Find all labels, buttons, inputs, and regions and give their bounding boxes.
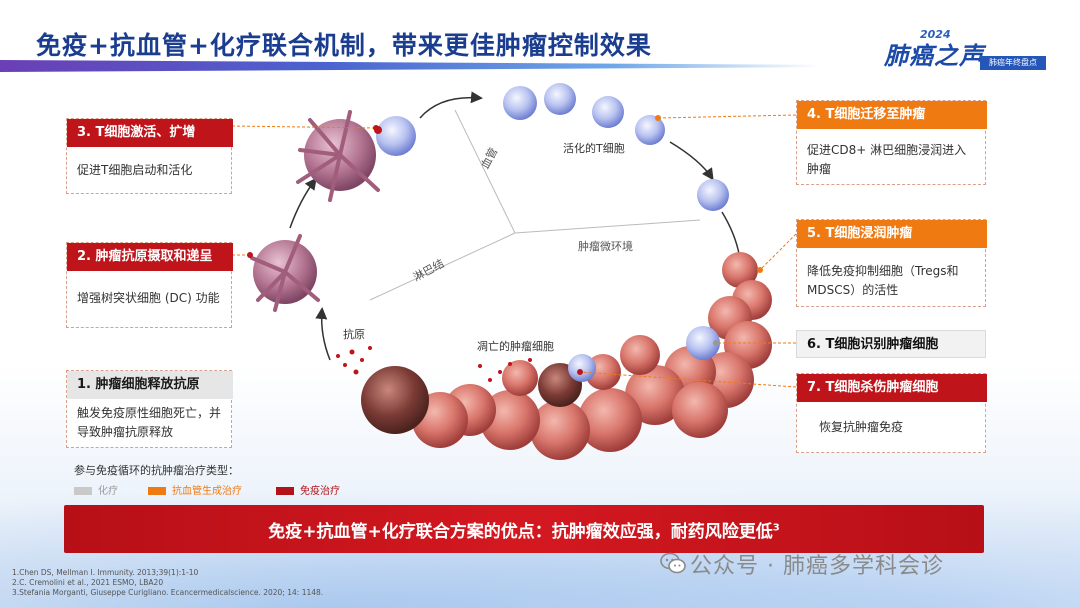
legend-label-chemo: 化疗: [98, 486, 118, 497]
step-4-title: 4. T细胞迁移至肿瘤: [797, 101, 987, 129]
tumor-mass: [361, 252, 772, 460]
step-1-description: 触发免疫原性细胞死亡，并导致肿瘤抗原释放: [77, 406, 222, 439]
step-1-card: 1. 肿瘤细胞释放抗原 触发免疫原性细胞死亡，并导致肿瘤抗原释放: [66, 370, 233, 448]
step-5-card: 5. T细胞浸润肿瘤 降低免疫抑制细胞（Tregs和MDSCS）的活性: [796, 219, 987, 307]
logo-title: 肺癌之声: [884, 42, 984, 70]
connector-dots: [247, 115, 763, 375]
step-3-title: 3. T细胞激活、扩增: [67, 119, 233, 147]
step-7-title: 7. T细胞杀伤肿瘤细胞: [797, 374, 987, 402]
advantage-banner: 免疫+抗血管+化疗联合方案的优点：抗肿瘤效应强，耐药风险更低3: [64, 505, 984, 553]
step-7-card: 7. T细胞杀伤肿瘤细胞 恢复抗肿瘤免疫: [796, 373, 987, 453]
reference-2: 2.C. Cremolini et al., 2021 ESMO, LBA20: [12, 578, 164, 587]
legend-swatch-immunotherapy: [276, 487, 294, 495]
label-activated-t-cell: 活化的T细胞: [563, 142, 625, 155]
watermark: 公众号 · 肺癌多学科会诊: [690, 554, 944, 579]
region-label-tumor-microenvironment: 肿瘤微环境: [578, 240, 633, 253]
legend-label-antiangiogenic: 抗血管生成治疗: [172, 486, 242, 497]
label-dead-tumor-cell: 凋亡的肿瘤细胞: [477, 340, 554, 353]
step-3-description: 促进T细胞启动和活化: [77, 163, 193, 177]
references: 1.Chen DS, Mellman I. Immunity. 2013;39(…: [12, 568, 323, 598]
connector-lines: [231, 114, 797, 388]
reference-1: 1.Chen DS, Mellman I. Immunity. 2013;39(…: [12, 568, 199, 577]
step-2-description: 增强树突状细胞 (DC) 功能: [77, 291, 220, 305]
reference-3: 3.Stefania Morganti, Giuseppe Curigliano…: [12, 588, 324, 597]
legend-title: 参与免疫循环的抗肿瘤治疗类型：: [74, 464, 239, 477]
label-antigen: 抗原: [343, 328, 365, 341]
step-7-description: 恢复抗肿瘤免疫: [819, 420, 904, 434]
dendritic-cell-bottom: [250, 234, 320, 312]
dendritic-cell-top: [296, 110, 416, 202]
page-title: 免疫+抗血管+化疗联合机制，带来更佳肿瘤控制效果: [36, 31, 652, 60]
banner-main-text: 免疫+抗血管+化疗联合方案的优点：抗肿瘤效应强，耐药风险更低: [268, 522, 773, 542]
t-cells-attacking: [568, 326, 720, 382]
activated-t-cells: [503, 83, 729, 211]
logo-subtitle: 肺癌年终盘点: [980, 56, 1046, 70]
step-3-card: 3. T细胞激活、扩增 促进T细胞启动和活化: [66, 118, 233, 194]
advantage-banner-text: 免疫+抗血管+化疗联合方案的优点：抗肿瘤效应强，耐药风险更低3: [64, 517, 984, 542]
step-5-title: 5. T细胞浸润肿瘤: [797, 220, 987, 248]
legend-item-chemo: 化疗: [74, 482, 118, 497]
legend-item-antiangiogenic: 抗血管生成治疗: [148, 482, 242, 497]
legend-item-immunotherapy: 免疫治疗: [276, 482, 340, 497]
step-5-description: 降低免疫抑制细胞（Tregs和MDSCS）的活性: [807, 264, 959, 297]
step-6-card: 6. T细胞识别肿瘤细胞: [796, 330, 986, 358]
step-4-card: 4. T细胞迁移至肿瘤 促进CD8+ 淋巴细胞浸润进入肿瘤: [796, 100, 987, 185]
wechat-icon: [660, 552, 686, 574]
step-2-card: 2. 肿瘤抗原摄取和递呈 增强树突状细胞 (DC) 功能: [66, 242, 233, 328]
legend-swatch-chemo: [74, 487, 92, 495]
step-2-title: 2. 肿瘤抗原摄取和递呈: [67, 243, 233, 271]
step-6-title: 6. T细胞识别肿瘤细胞: [796, 330, 986, 358]
logo-year: 2024: [920, 28, 951, 41]
legend-label-immunotherapy: 免疫治疗: [300, 486, 340, 497]
brand-logo: 2024 肺癌之声 肺癌年终盘点: [884, 28, 1056, 72]
legend-swatch-antiangiogenic: [148, 487, 166, 495]
step-1-title: 1. 肿瘤细胞释放抗原: [67, 371, 233, 399]
step-4-description: 促进CD8+ 淋巴细胞浸润进入肿瘤: [807, 143, 967, 176]
region-dividers: [369, 109, 701, 301]
antigen-particles: [336, 346, 532, 382]
banner-citation: 3: [772, 522, 780, 534]
